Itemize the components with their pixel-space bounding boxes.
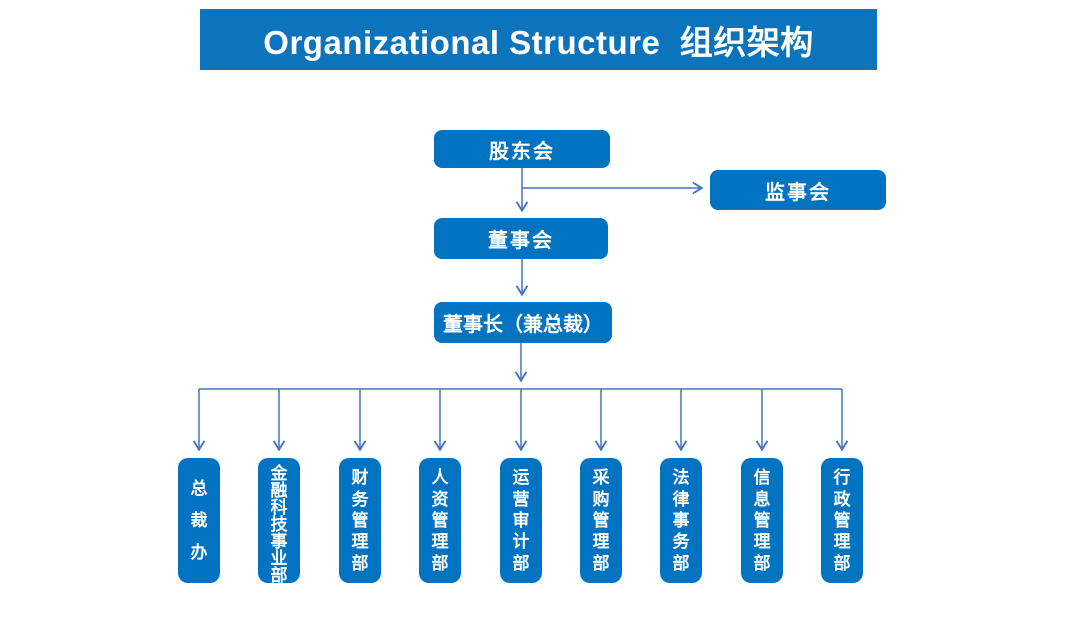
department-label: 运营审计部 xyxy=(512,468,530,573)
department-box-8: 信息管理部 xyxy=(741,458,783,583)
department-label: 行政管理部 xyxy=(833,468,851,573)
department-label: 信息管理部 xyxy=(753,468,771,573)
page-title: Organizational Structure 组织架构 xyxy=(200,9,877,70)
department-box-4: 人资管理部 xyxy=(419,458,461,583)
department-box-7: 法律事务部 xyxy=(660,458,702,583)
department-box-6: 采购管理部 xyxy=(580,458,622,583)
department-label: 总裁办 xyxy=(190,479,208,562)
department-box-9: 行政管理部 xyxy=(821,458,863,583)
node-supervisory: 监事会 xyxy=(710,170,886,210)
department-box-1: 总裁办 xyxy=(178,458,220,583)
department-box-2: 金融科技事业部 xyxy=(258,458,300,585)
department-label: 人资管理部 xyxy=(431,468,449,573)
department-label: 法律事务部 xyxy=(672,468,690,573)
node-shareholders: 股东会 xyxy=(434,130,610,168)
department-box-5: 运营审计部 xyxy=(500,458,542,583)
node-chairman: 董事长（兼总裁） xyxy=(434,302,612,343)
node-board: 董事会 xyxy=(434,218,608,259)
department-box-3: 财务管理部 xyxy=(339,458,381,583)
department-label: 采购管理部 xyxy=(592,468,610,573)
department-label: 财务管理部 xyxy=(351,468,369,573)
department-label: 金融科技事业部 xyxy=(270,464,288,585)
